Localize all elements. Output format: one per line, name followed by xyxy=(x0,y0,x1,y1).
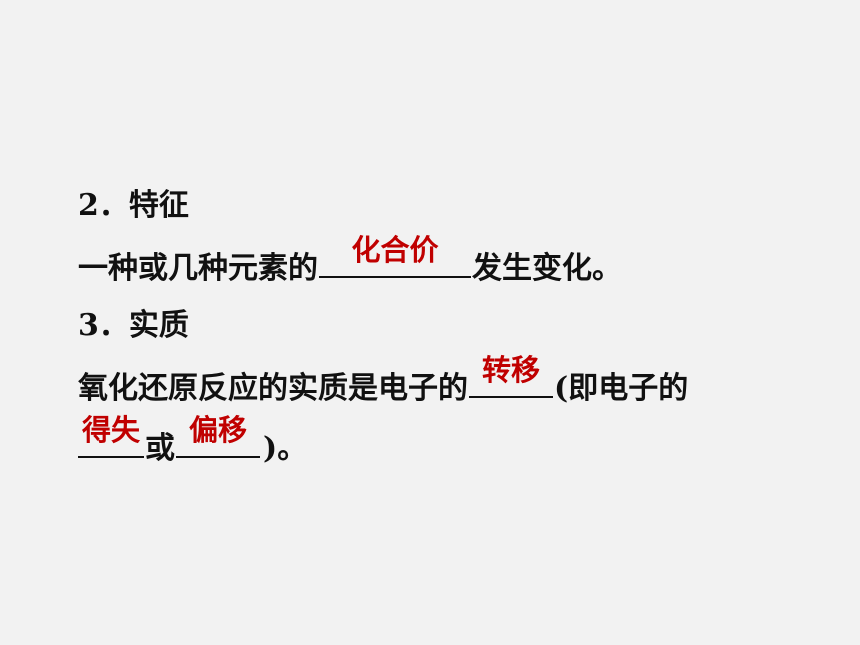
connector-text: 或 xyxy=(145,431,175,466)
section-2-sentence: 一种或几种元素的化合价发生变化。 xyxy=(78,234,622,286)
sentence-after-text: (即电子的 xyxy=(554,371,689,406)
sentence-before-text: 一种或几种元素的 xyxy=(78,251,318,286)
sentence-after-text: )。 xyxy=(263,431,308,466)
section-2-heading: 2．特征 xyxy=(78,186,189,226)
section-3-heading: 3．实质 xyxy=(78,306,189,346)
section-2-heading-text: 2．特征 xyxy=(78,188,189,223)
fill-in-blank: 得失 xyxy=(78,414,144,458)
section-3-sentence-line-1: 氧化还原反应的实质是电子的转移 (即电子的 xyxy=(78,354,689,406)
answer-text: 偏移 xyxy=(188,413,247,447)
answer-text: 转移 xyxy=(481,353,540,387)
fill-in-blank: 偏移 xyxy=(176,414,260,458)
answer-text: 化合价 xyxy=(351,233,439,267)
section-3-sentence-line-2: 得失或偏移 )。 xyxy=(78,414,308,466)
fill-in-blank: 化合价 xyxy=(319,234,471,278)
answer-text: 得失 xyxy=(81,413,140,447)
section-3-heading-text: 3．实质 xyxy=(78,308,189,343)
fill-in-blank: 转移 xyxy=(469,354,553,398)
sentence-after-text: 发生变化。 xyxy=(472,251,622,286)
sentence-before-text: 氧化还原反应的实质是电子的 xyxy=(78,371,468,406)
